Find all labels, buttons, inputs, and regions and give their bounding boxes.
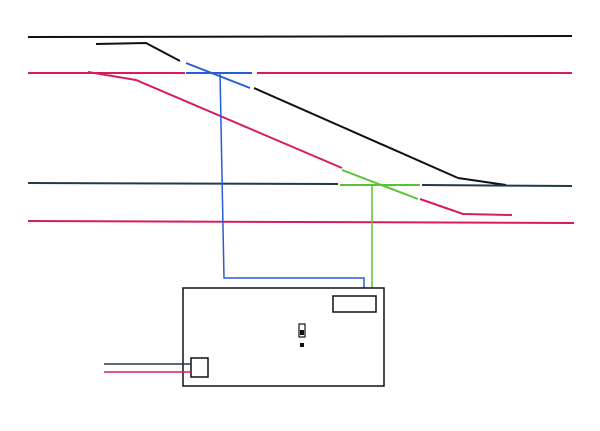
bottom-rail-pair bbox=[27, 182, 575, 224]
blue-feeder bbox=[185, 62, 365, 296]
blue-section-diagonal bbox=[185, 62, 251, 89]
top-straight-black-rail bbox=[27, 35, 573, 38]
diagonal-black-rail-mid bbox=[253, 87, 459, 179]
diagonal-black-rail-end bbox=[457, 177, 507, 186]
diagonal-magenta-rail-end bbox=[419, 198, 513, 216]
input-feeders bbox=[104, 363, 191, 373]
diagonal-black-rail bbox=[95, 41, 507, 186]
green-feeder bbox=[340, 169, 420, 296]
input-connector bbox=[190, 357, 209, 378]
diagonal-magenta-rail-start bbox=[87, 71, 343, 169]
toggle-switch-lever bbox=[300, 330, 304, 335]
terminal-block bbox=[332, 295, 377, 313]
control-box bbox=[182, 287, 385, 387]
diagonal-black-rail-start bbox=[95, 41, 181, 62]
bottom-straight-magenta-rail bbox=[27, 220, 575, 224]
indicator-dot bbox=[300, 343, 304, 347]
bottom-straight-dark-rail bbox=[27, 182, 339, 185]
blue-feeder-wire bbox=[219, 72, 365, 296]
diagonal-magenta-rail bbox=[87, 71, 513, 216]
bottom-straight-dark-rail-right bbox=[421, 184, 573, 187]
top-rail-pair bbox=[27, 35, 573, 74]
